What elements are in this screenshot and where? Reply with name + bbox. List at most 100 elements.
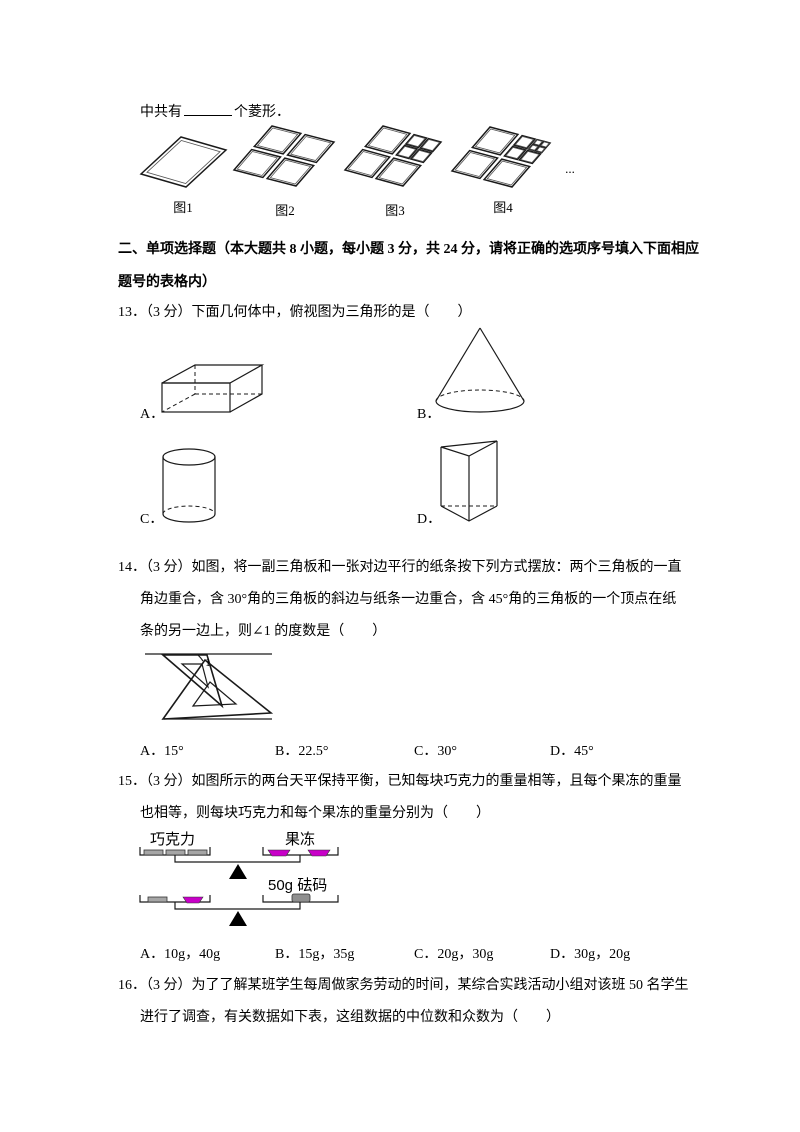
weight-block bbox=[291, 893, 311, 903]
q15-option-b: B．15g，35g bbox=[275, 947, 355, 962]
chocolate-bar bbox=[143, 849, 164, 856]
q14-stem-line-1: 14．（3 分）如图，将一副三角板和一张对边平行的纸条按下列方式摆放：两个三角板… bbox=[118, 560, 682, 575]
rhombus-inner-outline bbox=[540, 141, 551, 148]
balance-1-beam bbox=[174, 855, 301, 863]
rhombus-inner-outline bbox=[290, 136, 332, 161]
figure-4-label: 图4 bbox=[493, 200, 513, 215]
chocolate-bar bbox=[165, 849, 186, 856]
answer-blank bbox=[184, 101, 232, 116]
weight-label: 50g 砝码 bbox=[268, 877, 327, 894]
set-squares-figure: 1 bbox=[145, 653, 274, 720]
rhombus bbox=[418, 137, 443, 153]
q14-option-d: D．45° bbox=[550, 744, 594, 759]
q14-option-a: A．15° bbox=[140, 744, 184, 759]
q12-tail-line: 中共有个菱形． bbox=[140, 101, 290, 122]
rhombus-inner-outline bbox=[269, 159, 312, 185]
cylinder-top-ellipse bbox=[162, 448, 216, 466]
q15-stem-line-1: 15．（3 分）如图所示的两台天平保持平衡，已知每块巧克力的重量相等，且每个果冻… bbox=[118, 774, 682, 789]
rhombus-inner-outline bbox=[474, 128, 516, 154]
rhombus-inner-outline bbox=[397, 145, 417, 159]
rhombus-figure-2 bbox=[232, 125, 336, 187]
rhombus-inner-outline bbox=[533, 139, 544, 146]
rhombus-inner-outline bbox=[236, 151, 278, 176]
rhombus bbox=[518, 149, 542, 165]
cone-left-slant bbox=[435, 327, 481, 402]
q13-option-b-label: B． bbox=[417, 407, 441, 422]
q13-option-d-label: D． bbox=[417, 512, 442, 527]
rhombus-inner-outline bbox=[520, 150, 540, 164]
q14-option-b: B．22.5° bbox=[275, 744, 329, 759]
jelly-cup bbox=[307, 849, 331, 857]
rhombus bbox=[409, 148, 433, 164]
rhombus-inner-outline bbox=[367, 127, 408, 153]
rhombus-inner-outline bbox=[454, 152, 496, 177]
q16-stem-line-2: 进行了调查，有关数据如下表，这组数据的中位数和众数为（ ） bbox=[140, 1010, 560, 1025]
jelly-cup bbox=[182, 896, 204, 904]
balance-1-figure: 巧克力 果冻 bbox=[139, 830, 339, 879]
cuboid-front-face bbox=[161, 382, 231, 413]
cone-base-front-arc bbox=[435, 400, 525, 413]
rhombus-figure-3 bbox=[343, 125, 443, 187]
balance-2-figure: 50g 砝码 bbox=[139, 877, 339, 926]
figure-3-label: 图3 bbox=[385, 203, 405, 218]
triangular-prism-figure bbox=[440, 440, 498, 522]
rhombus-inner-outline bbox=[146, 140, 221, 184]
rhombus bbox=[450, 149, 499, 180]
rhombus-inner-outline bbox=[411, 149, 431, 163]
rhombus bbox=[395, 144, 419, 160]
section-heading-line-2: 题号的表格内） bbox=[118, 275, 216, 290]
q15-option-c: C．20g，30g bbox=[414, 947, 494, 962]
cuboid-hidden-side-edge bbox=[161, 393, 196, 413]
rhombus bbox=[512, 134, 537, 150]
angle-1-label: 1 bbox=[205, 655, 211, 669]
rhombus-inner-outline bbox=[486, 160, 528, 186]
cylinder-figure bbox=[162, 448, 216, 523]
q12-text-before: 中共有 bbox=[140, 105, 182, 120]
q13-option-a-label: A． bbox=[140, 407, 165, 422]
cuboid-right-edges bbox=[229, 365, 263, 413]
cone-figure bbox=[435, 327, 525, 413]
q14-stem-line-2: 角边重合，含 30°角的三角板的斜边与纸条一边重合，含 45°角的三角板的一个顶… bbox=[140, 592, 677, 607]
prism-top-face bbox=[440, 440, 498, 457]
rhombus-inner-outline bbox=[347, 151, 388, 176]
cone-base-back-arc bbox=[435, 389, 525, 402]
q15-option-d: D．30g，20g bbox=[550, 947, 631, 962]
set-square-45-degree-hole bbox=[191, 681, 238, 707]
rhombus-inner-outline bbox=[528, 144, 539, 151]
rhombus bbox=[503, 145, 527, 161]
q13-stem: 13．（3 分）下面几何体中，俯视图为三角形的是（ ） bbox=[118, 305, 472, 320]
rhombus bbox=[404, 133, 428, 149]
cone-right-slant bbox=[479, 327, 525, 402]
rhombus-inner-outline bbox=[406, 135, 426, 148]
rhombus-figure-4 bbox=[450, 126, 552, 188]
balance-2-beam bbox=[174, 902, 301, 910]
chocolate-bar bbox=[187, 849, 208, 856]
q14-stem-line-3: 条的另一边上，则∠1 的度数是（ ） bbox=[140, 624, 387, 639]
rhombus-inner-outline bbox=[535, 146, 546, 153]
figure-1-label: 图1 bbox=[173, 200, 193, 215]
rhombus bbox=[482, 158, 532, 188]
jelly-label: 果冻 bbox=[285, 830, 315, 848]
q13-option-c-label: C． bbox=[140, 512, 164, 527]
cylinder-bottom-back-arc bbox=[162, 505, 216, 515]
continuation-ellipsis: ... bbox=[565, 161, 575, 176]
rhombus-inner-outline bbox=[256, 127, 299, 153]
prism-bottom-front-edges bbox=[440, 505, 498, 522]
balance-1-fulcrum bbox=[229, 864, 247, 879]
rhombus bbox=[374, 157, 423, 187]
angle-1-arc bbox=[197, 654, 204, 662]
jelly-cup bbox=[267, 849, 291, 857]
q16-stem-line-1: 16．（3 分）为了了解某班学生每周做家务劳动的时间，某综合实践活动小组对该班 … bbox=[118, 978, 689, 993]
rhombus bbox=[265, 157, 316, 187]
section-heading-line-1: 二、单项选择题（本大题共 8 小题，每小题 3 分，共 24 分，请将正确的选项… bbox=[118, 242, 699, 257]
rhombus-inner-outline bbox=[420, 138, 441, 152]
rhombus bbox=[470, 126, 520, 156]
q14-option-c: C．30° bbox=[414, 744, 457, 759]
chocolate-label: 巧克力 bbox=[150, 831, 195, 848]
set-square-30-degree-hole bbox=[180, 663, 210, 689]
rhombus-pattern-figures bbox=[139, 125, 552, 188]
cuboid-top-face bbox=[161, 364, 265, 384]
rhombus bbox=[363, 125, 412, 155]
